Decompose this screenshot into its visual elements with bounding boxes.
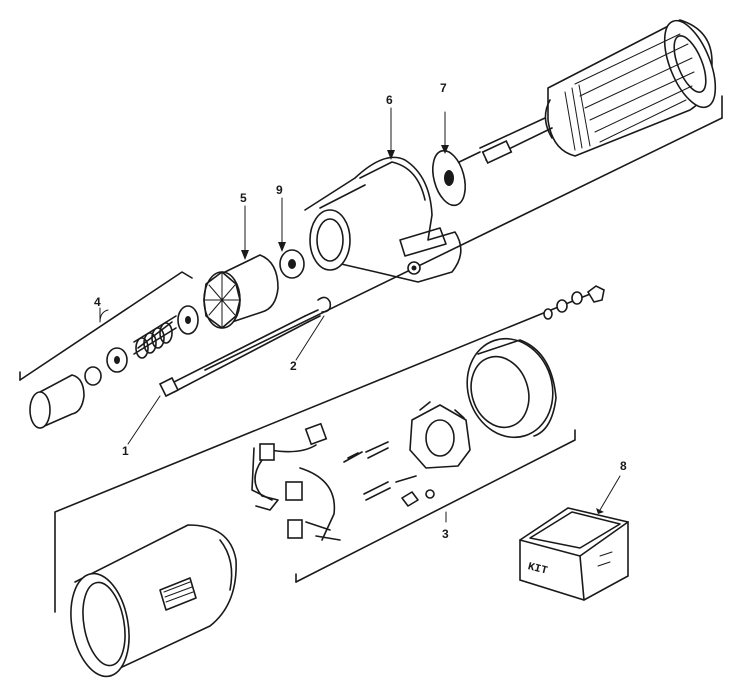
part-3-brush-holder-assembly xyxy=(251,285,605,583)
label-part-9: 9 xyxy=(276,183,283,197)
label-part-2: 2 xyxy=(290,359,297,373)
part-5-pinion-gear xyxy=(203,205,279,329)
label-part-1: 1 xyxy=(122,444,129,458)
part-2-lock-clip xyxy=(295,296,332,361)
part-7-thrust-washer xyxy=(431,111,467,207)
label-part-4: 4 xyxy=(94,295,101,309)
label-part-7: 7 xyxy=(440,81,447,95)
label-part-3: 3 xyxy=(442,527,449,541)
label-part-6: 6 xyxy=(386,93,393,107)
label-part-5: 5 xyxy=(240,191,247,205)
part-6-drive-end-housing xyxy=(304,107,462,283)
part-8-repair-kit-box xyxy=(519,475,629,601)
part-4-drive-assembly xyxy=(19,271,199,429)
part-9-spacer xyxy=(278,197,305,279)
assembly-frame-lines xyxy=(54,95,723,613)
part-1-through-bolt xyxy=(127,309,321,445)
armature xyxy=(454,19,717,165)
kit-box-label: KIT xyxy=(526,561,549,578)
label-part-8: 8 xyxy=(620,459,627,473)
field-frame-housing xyxy=(70,524,237,678)
